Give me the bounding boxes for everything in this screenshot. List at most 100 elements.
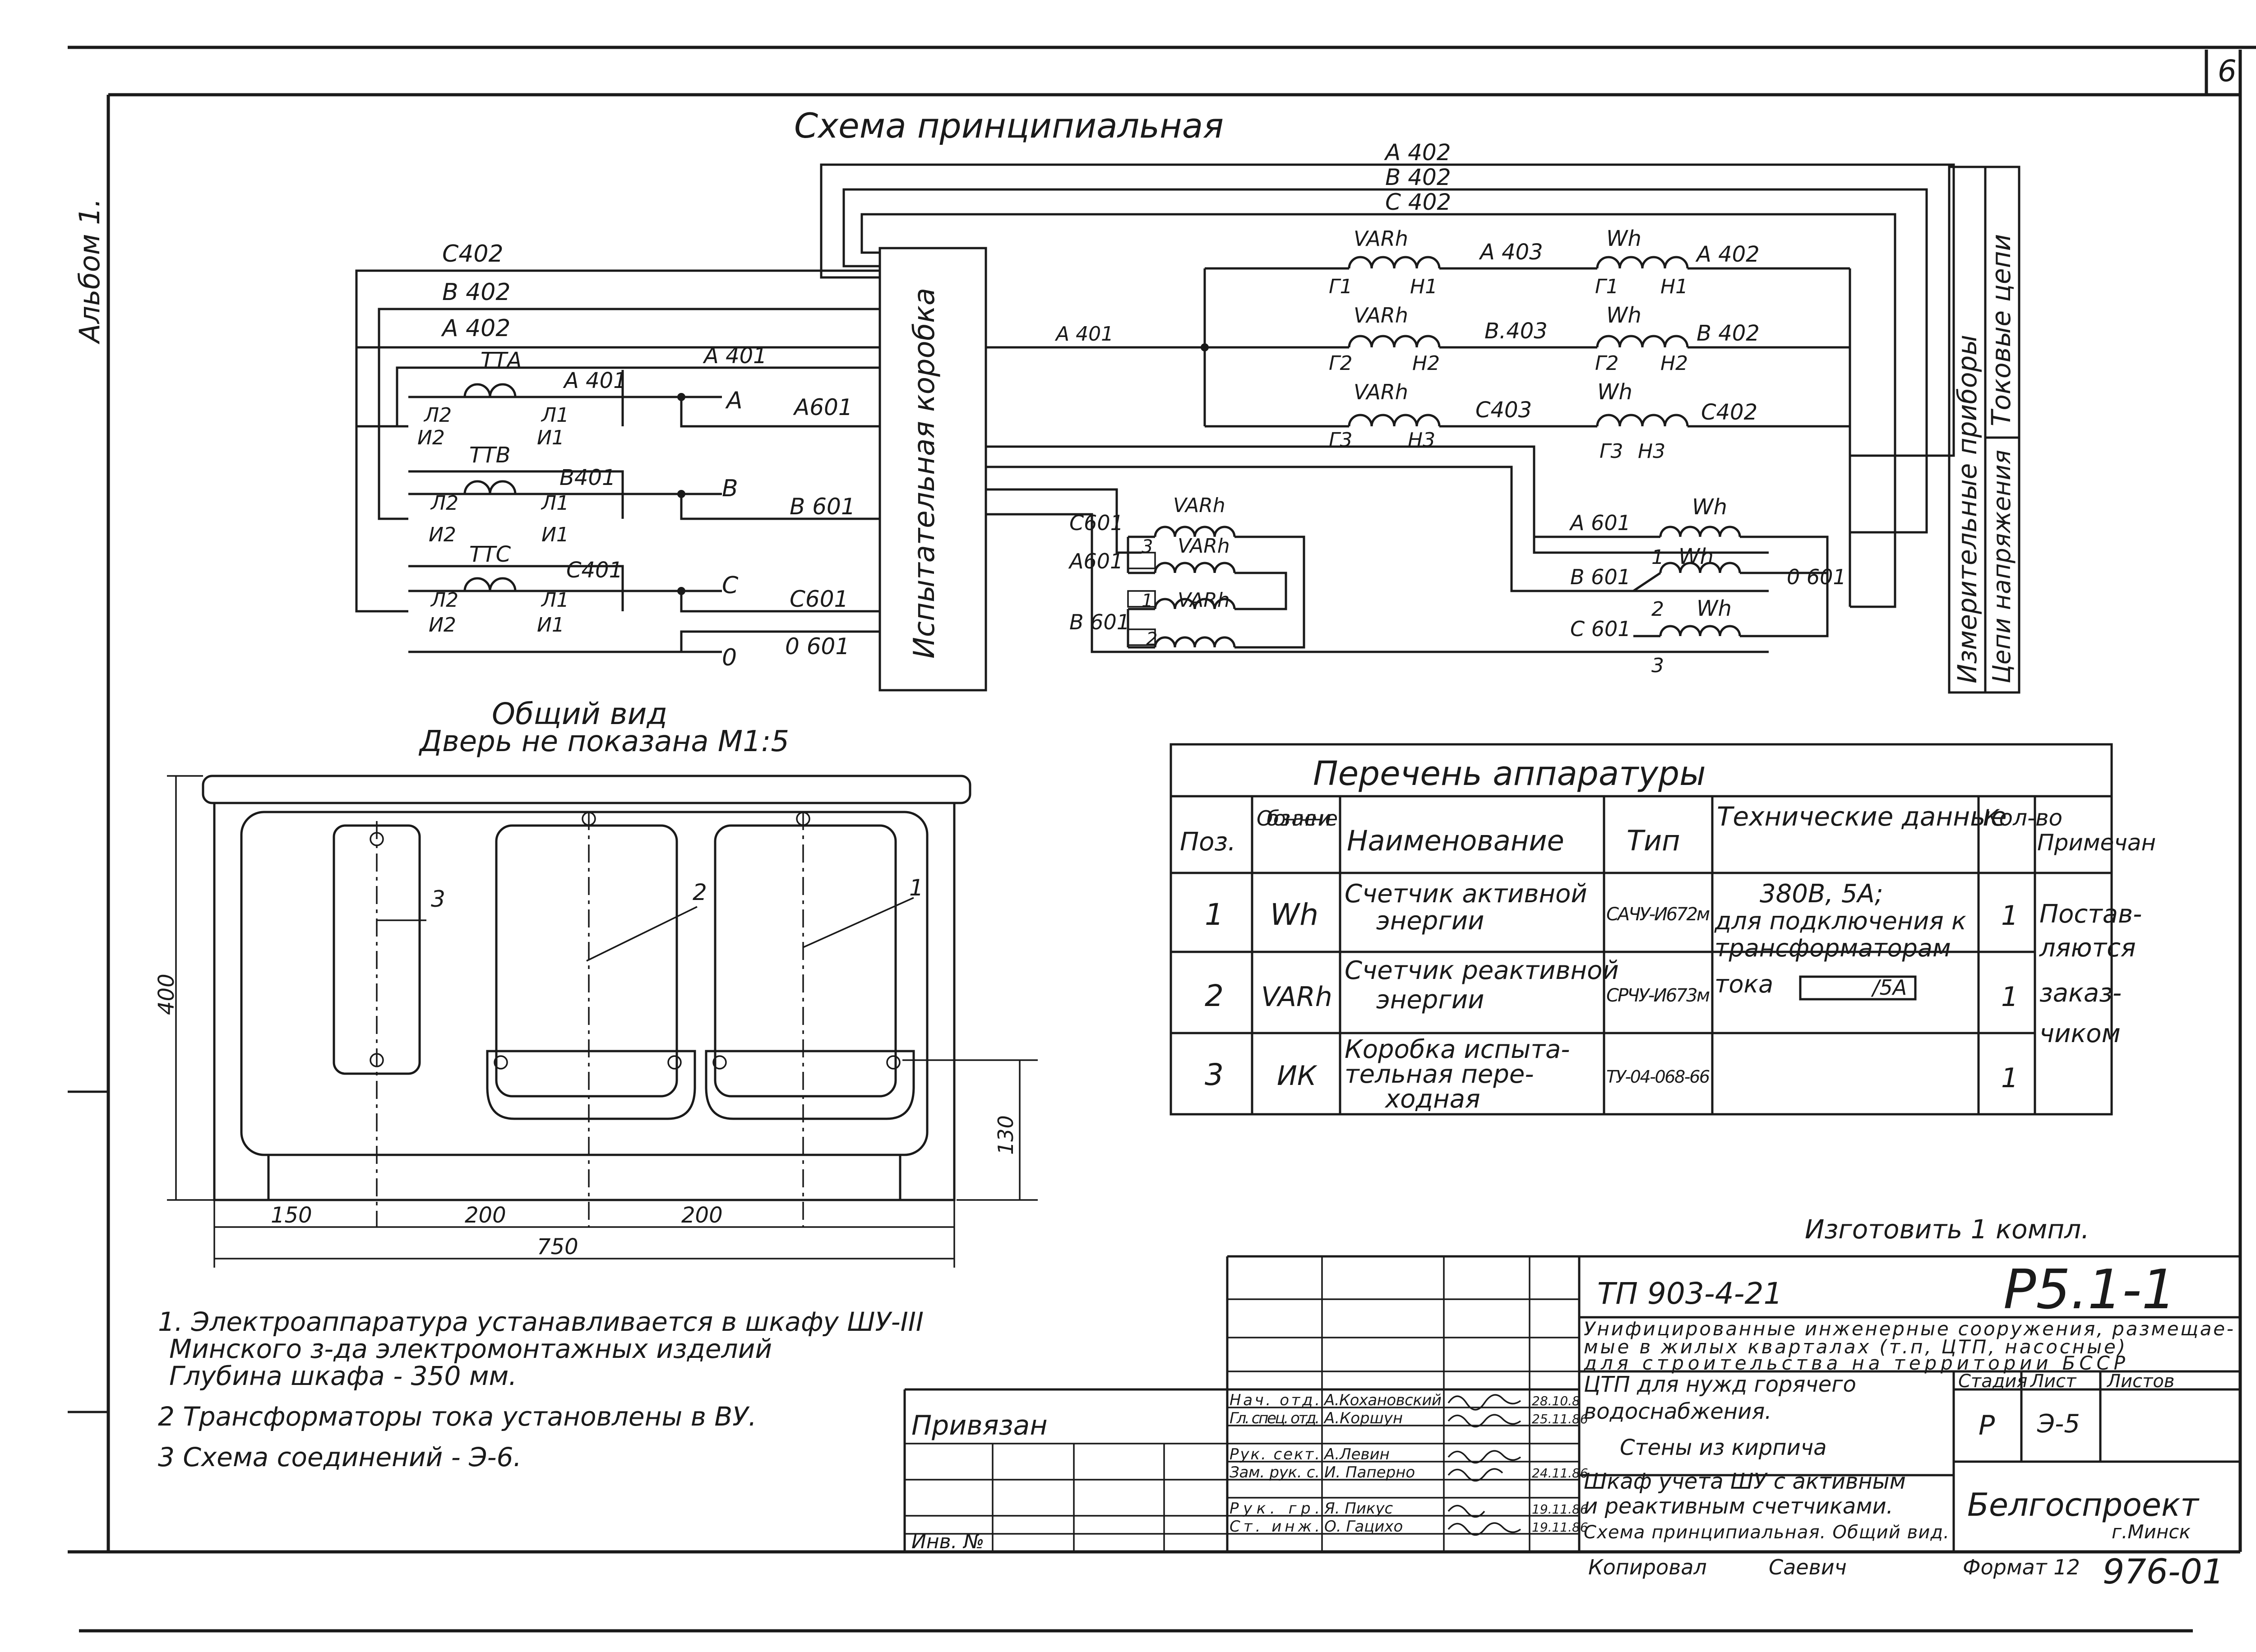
view-subtitle: Дверь не показана М1:5 (418, 725, 789, 758)
ct-group: ТТА Л2 Л1 И2 И1 А 401 А А601 ТТВ Л2 Л1 И… (408, 348, 880, 671)
tech-2: для подключения к (1714, 907, 1966, 935)
person-6-date: 19.11.86 (1532, 1520, 1588, 1535)
wh-wire-c601: С 601 (1570, 617, 1631, 641)
row1-type: САЧУ-И672м (1606, 904, 1710, 925)
current-circuits: А 401 VARh Г1 Н1 А 403 Wh Г1 Н1 А 402 (986, 226, 1851, 607)
varh-num-3: 3 (1142, 536, 1153, 557)
dim-height: 400 (154, 974, 179, 1015)
equipment-title: Перечень аппаратуры (1313, 754, 1706, 793)
row3-varh: VARh (1354, 380, 1408, 404)
person-3-role: Рук. сект. (1230, 1445, 1320, 1463)
notes: 1. Электроаппаратура устанавливается в ш… (158, 1306, 924, 1472)
general-view: Общий вид Дверь не показана М1:5 3 2 1 (154, 697, 1038, 1268)
format-label: Формат 12 (1963, 1555, 2080, 1579)
row2-end: В 402 (1697, 321, 1760, 346)
row1-name-2: энергии (1376, 906, 1484, 936)
neutral-wire-label: 0 601 (785, 633, 850, 660)
object-3: Стены из кирпича (1620, 1435, 1827, 1460)
voltage-wh: А 601 В 601 С 601 Wh Wh Wh 1 2 3 0 601 (1533, 458, 1846, 677)
voltage-varh: С601 А601 В 601 VARh VARh VARh 3 1 2 (986, 445, 1769, 653)
stage-val-2: Э-5 (2037, 1409, 2080, 1439)
wh-wire-b601: В 601 (1570, 565, 1631, 589)
make-note: Изготовить 1 компл. (1805, 1214, 2090, 1245)
wh-label-2: Wh (1678, 544, 1714, 569)
side-current: Токовые цепи (1986, 234, 2016, 426)
view-title: Общий вид (492, 697, 667, 731)
dim-total: 750 (537, 1234, 578, 1260)
sheet-frame (68, 46, 2256, 1633)
row2-h2: Н2 (1660, 352, 1688, 375)
note-line-3: Глубина шкафа - 350 мм. (169, 1361, 517, 1391)
varh-wire-c601: С601 (1069, 511, 1123, 535)
current-row-1: VARh Г1 Н1 А 403 Wh Г1 Н1 А 402 (1205, 226, 1850, 298)
row3-qty: 1 (2001, 1062, 2018, 1094)
person-6-role: Ст. инж. (1230, 1518, 1320, 1536)
bound-label: Привязан (911, 1410, 1048, 1441)
row2-h: Н2 (1412, 352, 1440, 375)
ct-b-name: ТТВ (469, 443, 511, 468)
row3-g2: Г3 (1600, 440, 1623, 463)
object-2: водоснабжения. (1584, 1399, 1771, 1424)
ct-c-phase: С (722, 572, 739, 599)
top-buses (820, 163, 1955, 608)
wh-num-3: 3 (1651, 654, 1664, 677)
callout-2: 2 (693, 879, 707, 905)
row3-mid: С403 (1475, 397, 1532, 423)
wh-label-3: Wh (1697, 596, 1732, 621)
row1-pos: 1 (1205, 897, 1224, 932)
ct-b-l1: Л1 (541, 492, 569, 515)
drawing-code: Р5.1-1 (2003, 1259, 2176, 1321)
ct-a-wire: А601 (793, 394, 853, 420)
bus-a402-label: А 402 (1384, 139, 1451, 166)
person-5-name: Я. Пикус (1324, 1500, 1393, 1518)
row1-varh: VARh (1354, 226, 1408, 251)
row3-type: ТУ-04-068-66 (1606, 1067, 1710, 1087)
hdr-note: Примечан (2037, 830, 2156, 856)
wh-label-1: Wh (1692, 494, 1727, 520)
row3-h2: Н3 (1638, 440, 1665, 463)
wh-num-1: 1 (1651, 546, 1664, 569)
tech-4: тока (1715, 970, 1773, 998)
hdr-type: Тип (1627, 824, 1680, 857)
dim-200b: 200 (681, 1203, 723, 1228)
person-4-role: Зам. рук. с. (1230, 1463, 1320, 1481)
note-line-2: Минского з-да электромонтажных изделий (169, 1334, 772, 1364)
hdr-name: Наименование (1347, 824, 1564, 857)
stage-val-1: Р (1979, 1410, 1995, 1441)
row3-code: ИК (1277, 1060, 1318, 1092)
ct-b-l2: Л2 (430, 492, 458, 515)
row3-name-1: Коробка испыта- (1345, 1035, 1570, 1064)
person-5-role: Рук. гр. (1230, 1500, 1320, 1518)
side-table: Измерительные приборы Токовые цепи Цепи … (1948, 166, 2020, 694)
note-line-4: 2 Трансформаторы тока установлены в ВУ. (158, 1401, 757, 1432)
row2-name-1: Счетчик реактивной (1345, 956, 1619, 985)
stage-hdr-2: Лист (2029, 1371, 2077, 1392)
varh-num-1: 1 (1142, 591, 1153, 611)
row3-name-2: тельная пере- (1345, 1060, 1534, 1089)
varh-label-2: VARh (1178, 535, 1230, 558)
row2-varh: VARh (1354, 303, 1408, 328)
row2-name-2: энергии (1376, 985, 1484, 1015)
person-1-date: 28.10.8 (1532, 1394, 1580, 1408)
ct-a-i2: И2 (417, 426, 445, 449)
ct-b-i1: И1 (541, 523, 569, 546)
copier-name: Саевич (1769, 1555, 1847, 1579)
hdr-code: Обозна чение (1257, 806, 1338, 831)
note-2: ляются (2039, 933, 2136, 963)
ct-a-l1: Л1 (541, 404, 569, 427)
dim-150: 150 (271, 1203, 312, 1228)
ct-c-wire: С601 (790, 586, 848, 612)
project-number: ТП 903-4-21 (1597, 1276, 1783, 1311)
sheet-title-1: Шкаф учета ШУ с активным (1584, 1469, 1906, 1494)
person-6-name: О. Гацихо (1324, 1518, 1403, 1536)
tech-3: трансформаторам (1715, 934, 1951, 962)
tech-box: /5А (1871, 975, 1907, 1000)
ct-b-wire: В 601 (790, 494, 855, 520)
note-4: чиком (2039, 1019, 2121, 1048)
ct-c-out: С401 (566, 558, 623, 583)
note-1: Постав- (2039, 900, 2142, 929)
note-line-5: 3 Схема соединений - Э-6. (158, 1442, 522, 1472)
person-4-name: И. Паперно (1324, 1463, 1415, 1481)
person-2-name: А.Коршун (1323, 1409, 1403, 1427)
ct-c: ТТС Л2 Л1 И2 И1 С401 С С601 (408, 542, 880, 637)
